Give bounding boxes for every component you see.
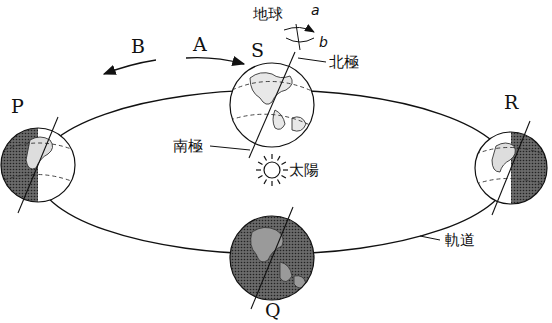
direction-arrow xyxy=(104,60,156,74)
position-label: P xyxy=(10,96,25,117)
direction-arrow xyxy=(186,58,244,64)
pole-label: 北極 xyxy=(328,54,360,71)
earth-label: 地球 xyxy=(252,6,284,23)
sun-symbol xyxy=(256,154,288,186)
rotation-label: b xyxy=(318,34,329,50)
rotation-label: a xyxy=(310,2,321,18)
orbit-label: 軌道 xyxy=(444,232,476,249)
earth-p xyxy=(0,117,75,213)
pole-label: 南極 xyxy=(172,138,204,155)
position-label: S xyxy=(250,40,265,61)
earth-q xyxy=(230,207,314,309)
position-label: R xyxy=(503,92,519,113)
direction-label: A xyxy=(192,34,208,55)
earth-s xyxy=(230,24,314,158)
earth-r xyxy=(475,121,551,215)
position-label: Q xyxy=(264,300,282,321)
sun-label: 太陽 xyxy=(288,162,320,179)
direction-label: B xyxy=(130,36,146,57)
